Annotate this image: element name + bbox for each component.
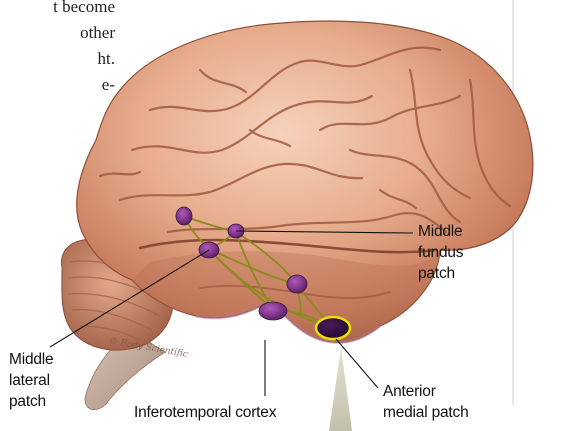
label-line: Middle [418, 221, 463, 242]
label-line: lateral [9, 370, 53, 391]
label-line: Middle [9, 349, 53, 370]
label-line: Inferotemporal cortex [134, 402, 276, 423]
label-line: medial patch [383, 402, 468, 423]
label-inferotemporal-cortex: Inferotemporal cortex [134, 402, 276, 423]
light-beam [329, 348, 352, 431]
label-middle-fundus-patch: Middle fundus patch [418, 221, 463, 284]
anterior-medial-patch [316, 317, 350, 339]
face-patch-posterior [176, 207, 192, 225]
anterior-lateral-patch [259, 302, 287, 320]
anterior-fundus-patch [287, 275, 307, 293]
label-line: fundus [418, 242, 463, 263]
label-anterior-medial-patch: Anterior medial patch [383, 381, 468, 423]
label-line: Anterior [383, 381, 468, 402]
label-middle-lateral-patch: Middle lateral patch [9, 349, 53, 412]
label-line: patch [418, 263, 463, 284]
label-line: patch [9, 391, 53, 412]
